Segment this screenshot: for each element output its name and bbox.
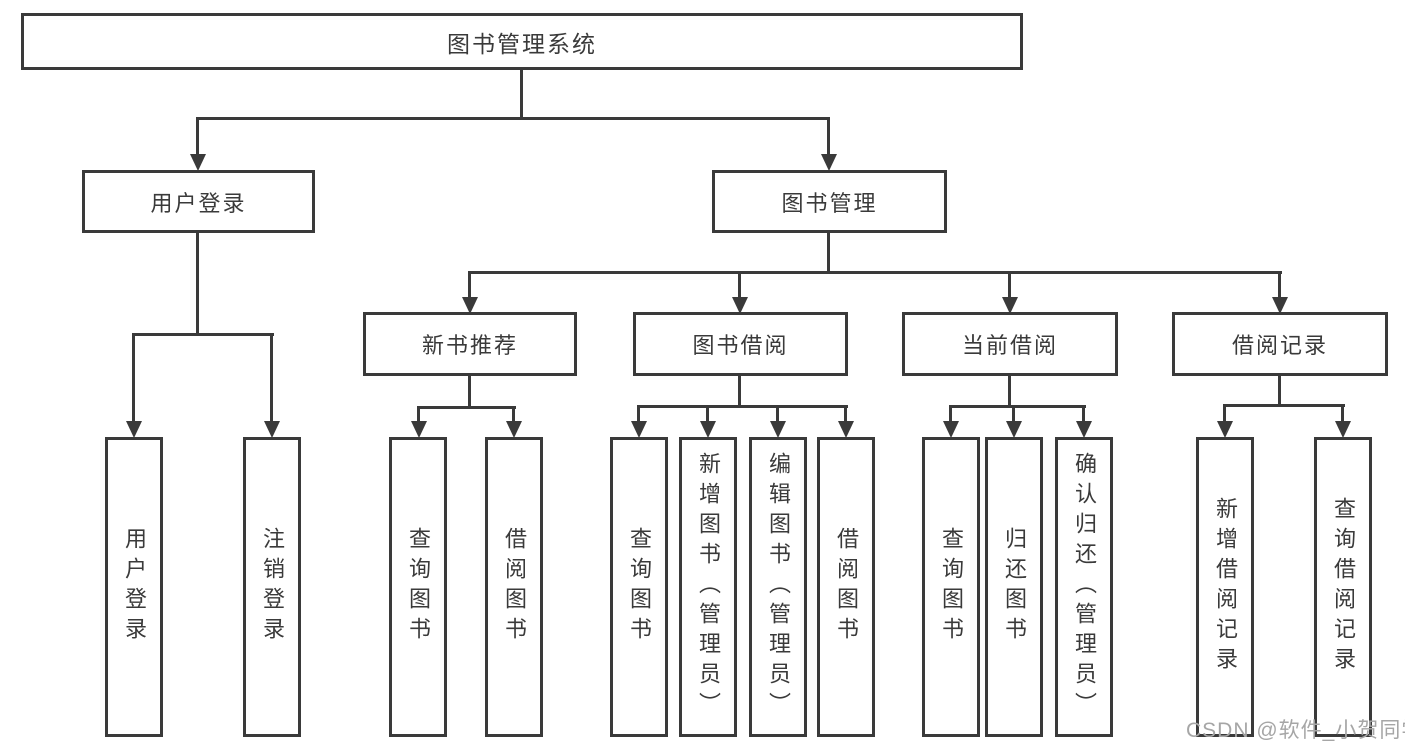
connector-line — [1008, 376, 1011, 408]
connector-line — [1012, 405, 1015, 423]
leaf-borrow-books-2-label: 借阅图书 — [834, 527, 859, 647]
node-new-book-recommend-label: 新书推荐 — [421, 333, 518, 358]
connector-line — [196, 233, 199, 335]
connector-line — [637, 405, 640, 423]
arrow-down-icon — [732, 297, 748, 314]
connector-line — [1223, 404, 1226, 423]
leaf-logout: 注销登录 — [243, 437, 301, 737]
node-current-borrow-label: 当前借阅 — [961, 333, 1058, 358]
connector-line — [468, 376, 471, 408]
arrow-down-icon — [190, 154, 206, 171]
node-user-login: 用户登录 — [82, 170, 315, 233]
connector-line — [949, 405, 1086, 408]
leaf-borrow-books-2: 借阅图书 — [817, 437, 875, 737]
arrow-down-icon — [506, 421, 522, 438]
connector-line — [132, 333, 135, 423]
leaf-logout-label: 注销登录 — [260, 527, 285, 647]
arrow-down-icon — [770, 421, 786, 438]
connector-line — [827, 233, 830, 273]
leaf-query-borrow-record: 查询借阅记录 — [1314, 437, 1372, 737]
node-new-book-recommend: 新书推荐 — [363, 312, 577, 376]
leaf-query-books-recommend: 查询图书 — [389, 437, 447, 737]
leaf-add-book-admin: 新增图书（管理员） — [679, 437, 737, 737]
leaf-add-book-admin-label: 新增图书（管理员） — [696, 452, 721, 722]
leaf-user-login-label: 用户登录 — [122, 527, 147, 647]
node-borrow-records: 借阅记录 — [1172, 312, 1388, 376]
arrow-down-icon — [411, 421, 427, 438]
connector-line — [196, 117, 199, 156]
connector-line — [738, 376, 741, 408]
leaf-add-borrow-record-label: 新增借阅记录 — [1213, 497, 1238, 677]
connector-line — [1223, 404, 1345, 407]
arrow-down-icon — [1076, 421, 1092, 438]
arrow-down-icon — [1002, 297, 1018, 314]
leaf-confirm-return-admin: 确认归还（管理员） — [1055, 437, 1113, 737]
connector-line — [738, 271, 741, 299]
leaf-borrow-books-recommend: 借阅图书 — [485, 437, 543, 737]
arrow-down-icon — [943, 421, 959, 438]
node-borrow-records-label: 借阅记录 — [1231, 333, 1328, 358]
connector-line — [512, 406, 515, 423]
node-current-borrow: 当前借阅 — [902, 312, 1118, 376]
connector-line — [637, 405, 848, 408]
connector-line — [417, 406, 420, 423]
connector-line — [468, 271, 471, 299]
leaf-query-books-recommend-label: 查询图书 — [406, 527, 431, 647]
leaf-user-login: 用户登录 — [105, 437, 163, 737]
arrow-down-icon — [631, 421, 647, 438]
connector-line — [132, 333, 274, 336]
leaf-query-borrow-record-label: 查询借阅记录 — [1331, 497, 1356, 677]
arrow-down-icon — [1217, 421, 1233, 438]
leaf-query-books-borrow-label: 查询图书 — [627, 527, 652, 647]
connector-line — [196, 117, 830, 120]
node-book-borrow-label: 图书借阅 — [692, 333, 789, 358]
leaf-query-books-current-label: 查询图书 — [939, 527, 964, 647]
connector-line — [1278, 271, 1281, 299]
connector-line — [1082, 405, 1085, 423]
arrow-down-icon — [126, 421, 142, 438]
connector-line — [706, 405, 709, 423]
node-book-management: 图书管理 — [712, 170, 947, 233]
leaf-add-borrow-record: 新增借阅记录 — [1196, 437, 1254, 737]
connector-line — [1278, 375, 1281, 407]
connector-line — [1341, 404, 1344, 423]
connector-line — [949, 405, 952, 423]
leaf-edit-book-admin: 编辑图书（管理员） — [749, 437, 807, 737]
node-root-label: 图书管理系统 — [447, 30, 597, 57]
arrow-down-icon — [1335, 421, 1351, 438]
leaf-confirm-return-admin-label: 确认归还（管理员） — [1072, 452, 1097, 722]
csdn-watermark: CSDN @软件_小贺同学 — [1186, 719, 1405, 742]
connector-line — [270, 333, 273, 423]
node-user-login-label: 用户登录 — [150, 190, 247, 216]
leaf-return-book-label: 归还图书 — [1002, 527, 1027, 647]
leaf-query-books-borrow: 查询图书 — [610, 437, 668, 737]
arrow-down-icon — [462, 297, 478, 314]
leaf-edit-book-admin-label: 编辑图书（管理员） — [766, 452, 791, 722]
connector-line — [520, 70, 523, 119]
arrow-down-icon — [700, 421, 716, 438]
leaf-return-book: 归还图书 — [985, 437, 1043, 737]
arrow-down-icon — [1272, 297, 1288, 314]
arrow-down-icon — [1006, 421, 1022, 438]
node-root: 图书管理系统 — [21, 13, 1023, 70]
arrow-down-icon — [821, 154, 837, 171]
connector-line — [468, 271, 1282, 274]
connector-line — [844, 405, 847, 423]
connector-line — [776, 405, 779, 423]
connector-line — [417, 406, 516, 409]
connector-line — [827, 117, 830, 156]
leaf-query-books-current: 查询图书 — [922, 437, 980, 737]
connector-line — [1008, 271, 1011, 299]
node-book-management-label: 图书管理 — [781, 190, 878, 216]
arrow-down-icon — [838, 421, 854, 438]
arrow-down-icon — [264, 421, 280, 438]
leaf-borrow-books-recommend-label: 借阅图书 — [502, 527, 527, 647]
node-book-borrow: 图书借阅 — [633, 312, 848, 376]
